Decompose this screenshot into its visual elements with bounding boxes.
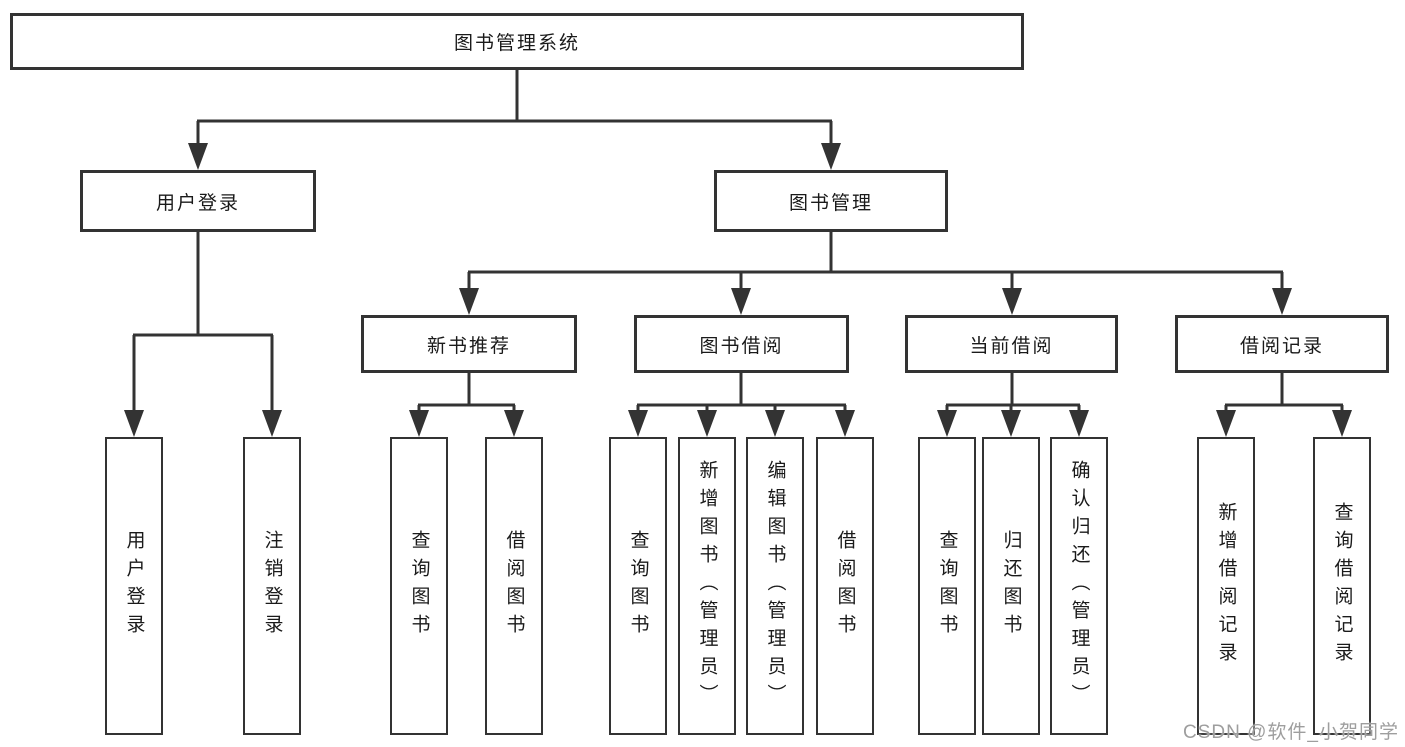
node-user-login: 用户登录 [80, 170, 316, 232]
leaf-user-login: 用户登录 [105, 437, 163, 735]
node-book-management: 图书管理 [714, 170, 948, 232]
node-borrow-records: 借阅记录 [1175, 315, 1389, 373]
leaf-query-books-borrow: 查询图书 [609, 437, 667, 735]
leaf-query-books-recommend: 查询图书 [390, 437, 448, 735]
leaf-return-books: 归还图书 [982, 437, 1040, 735]
node-root: 图书管理系统 [10, 13, 1024, 70]
leaf-borrow-books-recommend: 借阅图书 [485, 437, 543, 735]
node-new-book-recommend: 新书推荐 [361, 315, 577, 373]
watermark: CSDN @软件_小贺同学 [1183, 722, 1399, 743]
leaf-query-books-current: 查询图书 [918, 437, 976, 735]
leaf-edit-books-admin: 编辑图书（管理员） [746, 437, 804, 735]
leaf-add-books-admin: 新增图书（管理员） [678, 437, 736, 735]
node-book-borrow: 图书借阅 [634, 315, 849, 373]
node-current-borrow: 当前借阅 [905, 315, 1118, 373]
leaf-logout: 注销登录 [243, 437, 301, 735]
leaf-confirm-return-admin: 确认归还（管理员） [1050, 437, 1108, 735]
leaf-query-borrow-record: 查询借阅记录 [1313, 437, 1371, 735]
leaf-borrow-books: 借阅图书 [816, 437, 874, 735]
leaf-add-borrow-record: 新增借阅记录 [1197, 437, 1255, 735]
